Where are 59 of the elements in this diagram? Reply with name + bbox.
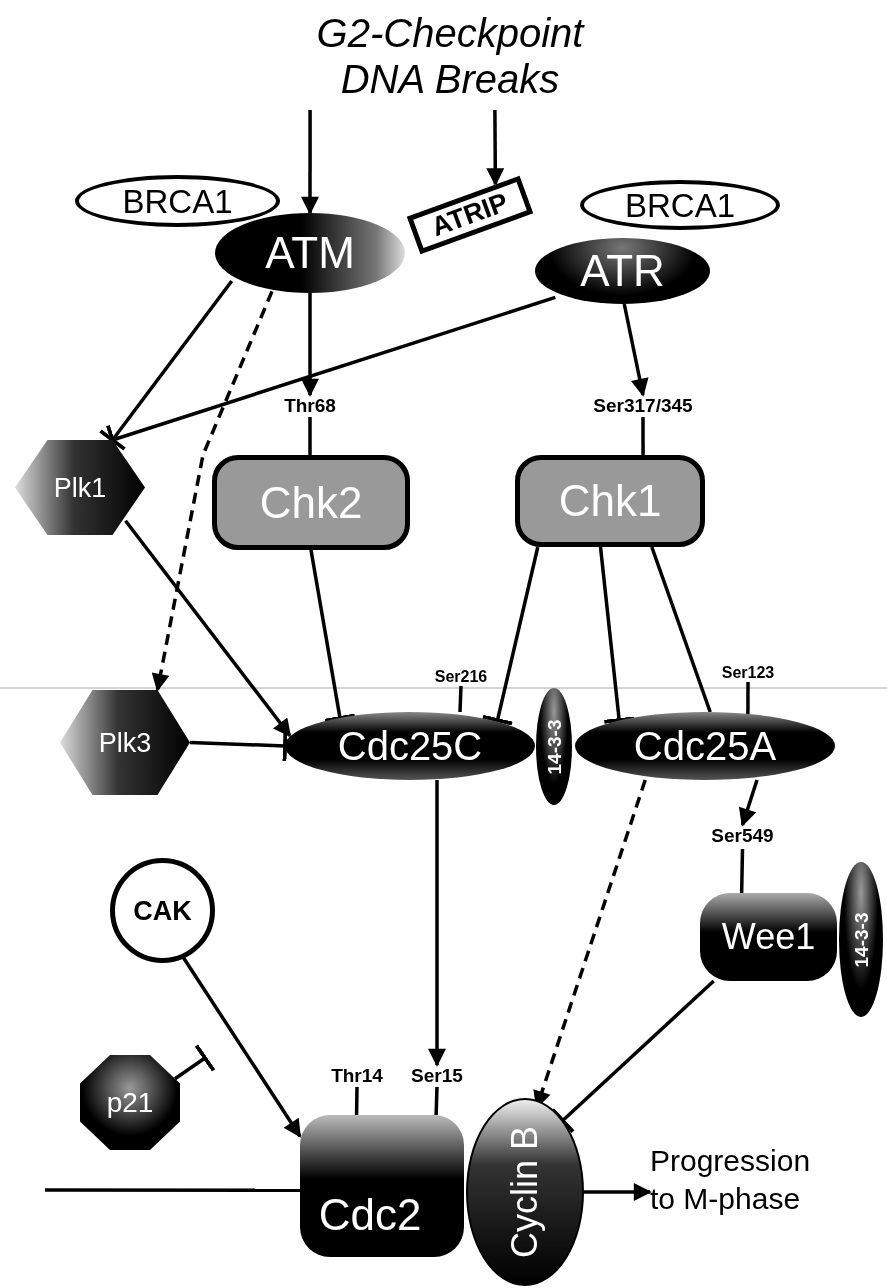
connector-line	[308, 417, 312, 455]
site-label: Ser549	[700, 825, 785, 849]
inhibition-line	[598, 546, 635, 724]
inhibition-line	[482, 546, 540, 726]
protein-label: ATR	[580, 249, 665, 293]
heading-text: G2-Checkpoint DNA Breaks	[285, 10, 615, 110]
kinase-box	[700, 893, 837, 981]
protein-label: Cdc25C	[337, 726, 483, 766]
site-label: Thr14	[318, 1065, 396, 1087]
arrow	[124, 519, 292, 738]
arrow	[622, 303, 649, 397]
kinase-box	[300, 1115, 464, 1257]
arrow	[182, 956, 302, 1138]
phosphatase-ellipse	[285, 712, 535, 780]
outcome-text: Progression to M-phase	[650, 1142, 840, 1222]
protein-label: 14-3-3	[851, 912, 871, 967]
arrow	[301, 293, 319, 397]
protein-label: CAK	[133, 897, 192, 924]
connector-line	[739, 848, 745, 894]
arrow	[486, 110, 505, 187]
protein-label: 14-3-3	[544, 719, 564, 774]
protein-label: BRCA1	[122, 184, 233, 218]
kinase-box	[515, 455, 705, 547]
inhibition-line	[189, 730, 288, 762]
arrow	[738, 779, 759, 827]
inhibition-line	[551, 979, 715, 1133]
protein-label: Cdc25A	[633, 726, 777, 766]
site-label: Ser317/345	[583, 395, 703, 417]
arrow	[584, 1183, 652, 1201]
inhibition-line	[309, 549, 356, 723]
connector-line	[354, 1086, 359, 1116]
connector-line	[45, 1188, 300, 1192]
protein-label: ATRIP	[428, 188, 512, 242]
protein-ellipse	[536, 688, 572, 805]
site-label: Ser15	[398, 1065, 476, 1087]
protein-label: Plk3	[98, 729, 152, 756]
arrow	[301, 110, 319, 215]
connector-line	[458, 685, 463, 713]
inhibition-line	[174, 1044, 216, 1081]
connector-line	[641, 417, 645, 455]
arrow	[151, 290, 274, 692]
protein-label: Chk1	[558, 479, 662, 523]
protein-label: Chk2	[259, 480, 363, 525]
connector-line	[434, 1086, 439, 1116]
arrow	[428, 780, 446, 1067]
protein-label: ATM	[265, 231, 355, 275]
protein-label: p21	[106, 1088, 154, 1117]
site-label: Ser216	[425, 668, 497, 686]
protein-label: BRCA1	[625, 188, 735, 222]
connector-line	[746, 682, 750, 715]
protein-label: Plk1	[53, 474, 107, 501]
protein-label: Cyclin B	[507, 1126, 543, 1258]
protein-label: Wee1	[721, 919, 816, 955]
site-label: Thr68	[275, 395, 345, 417]
inhibition-line	[99, 279, 234, 451]
kinase-box	[212, 455, 410, 550]
site-label: Ser123	[712, 664, 784, 682]
protein-label: Cdc2	[318, 1193, 422, 1237]
connector-line	[650, 546, 712, 713]
